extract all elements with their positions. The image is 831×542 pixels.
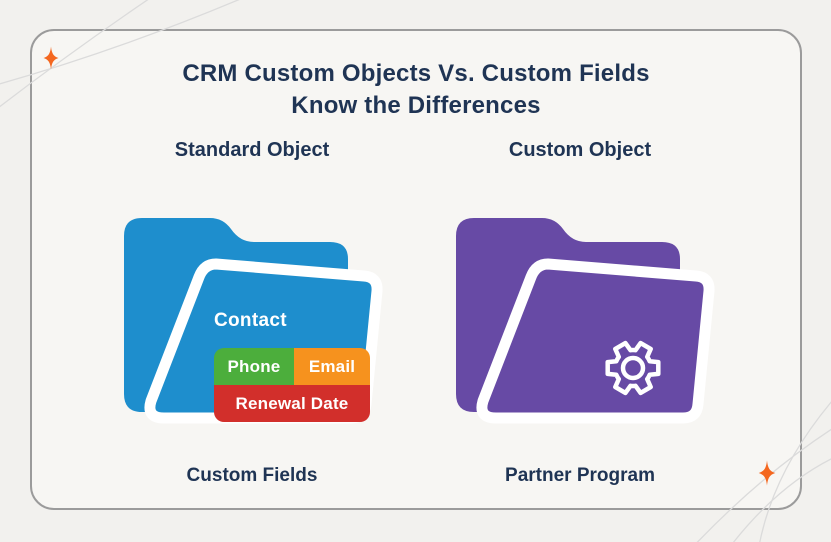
- page-title-line-1: CRM Custom Objects Vs. Custom Fields: [182, 60, 650, 87]
- page-title: CRM Custom Objects Vs. Custom Fields Kno…: [32, 58, 800, 122]
- left-column-caption: Custom Fields: [186, 465, 318, 486]
- standard-object-folder: Contact Phone Email Renewal Date: [120, 212, 384, 424]
- folder-icon: [456, 218, 715, 424]
- field-tag-phone: Phone: [214, 348, 294, 385]
- custom-object-folder: [452, 212, 716, 424]
- left-column-header: Standard Object: [174, 139, 330, 161]
- folder-front-shape: [476, 258, 715, 424]
- content-card: CRM Custom Objects Vs. Custom Fields Kno…: [30, 29, 802, 510]
- right-column-header: Custom Object: [508, 139, 652, 161]
- fields-row-top: Phone Email: [214, 348, 370, 385]
- field-tag-email: Email: [294, 348, 370, 385]
- folder-label: Contact: [214, 310, 287, 331]
- right-column-caption: Partner Program: [505, 465, 655, 486]
- gear-icon: [605, 340, 661, 396]
- field-tag-renewal-date: Renewal Date: [214, 385, 370, 422]
- page-title-line-2: Know the Differences: [291, 92, 541, 119]
- custom-fields-group: Phone Email Renewal Date: [214, 348, 370, 422]
